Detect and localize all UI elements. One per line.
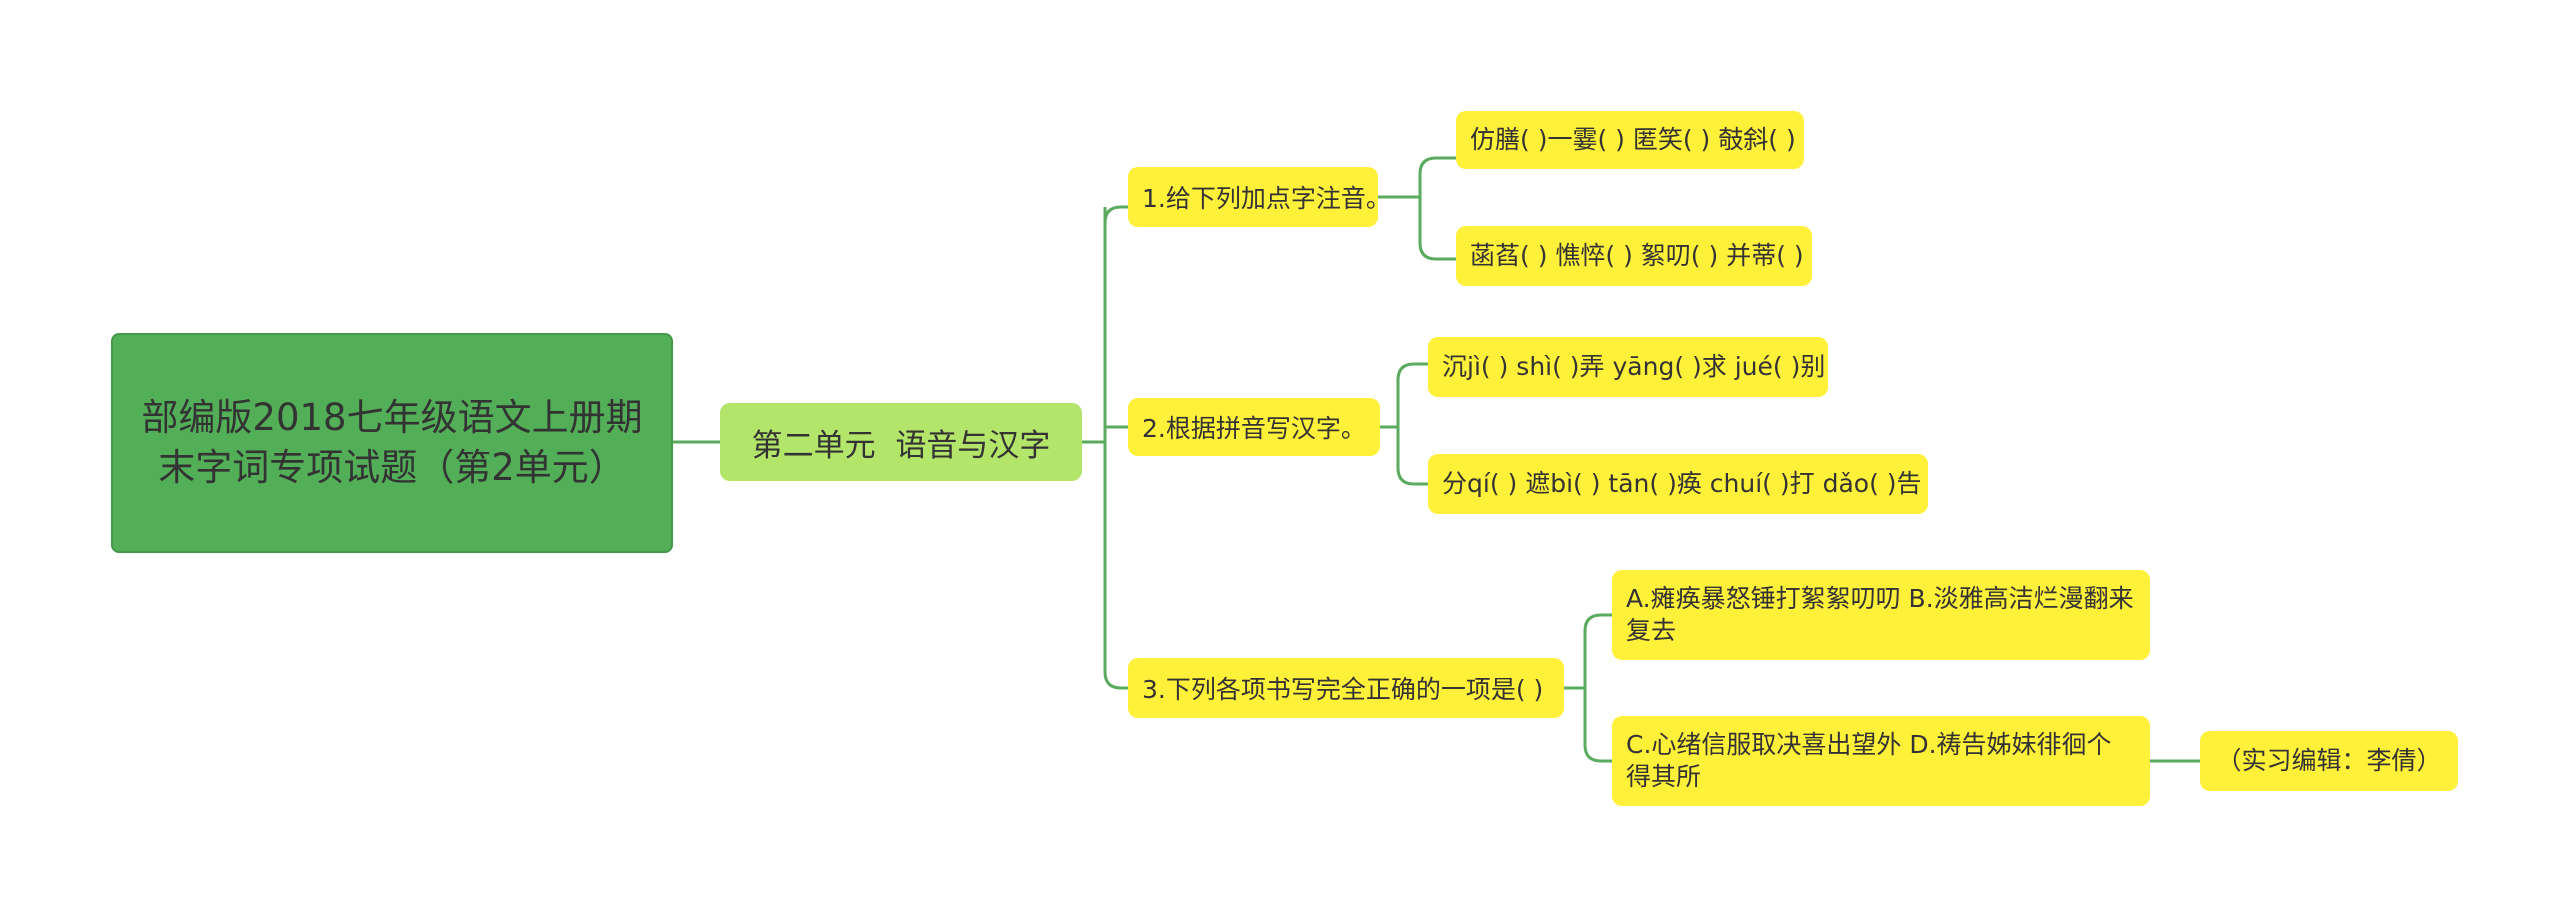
question-3-item-1-text: A.瘫痪暴怒锤打絮絮叨叨 B.淡雅高洁烂漫翻来复去 xyxy=(1626,583,2134,646)
connector-q2-items xyxy=(1380,362,1428,486)
editor-note[interactable]: （实习编辑：李倩） xyxy=(2200,731,2458,791)
question-1-label: 1.给下列加点字注音。 xyxy=(1142,184,1391,213)
unit-label: 第二单元 语音与汉字 xyxy=(751,427,1051,464)
question-1-item-2[interactable]: 菡萏( ) 憔悴( ) 絮叨( ) 并蒂( ) xyxy=(1456,226,1812,286)
question-3-label: 3.下列各项书写完全正确的一项是( ) xyxy=(1142,675,1544,704)
connector-q3-items xyxy=(1564,613,1612,763)
question-1-topic[interactable]: 1.给下列加点字注音。 xyxy=(1128,167,1391,227)
question-3-item-1[interactable]: A.瘫痪暴怒锤打絮絮叨叨 B.淡雅高洁烂漫翻来复去 xyxy=(1612,570,2150,660)
question-1-item-1-text: 仿膳( )一霎( ) 匿笑( ) 攲斜( ) xyxy=(1470,124,1796,154)
connector-q1-items xyxy=(1378,156,1456,261)
question-1-item-1[interactable]: 仿膳( )一霎( ) 匿笑( ) 攲斜( ) xyxy=(1456,111,1804,169)
editor-note-text: （实习编辑：李倩） xyxy=(2216,745,2442,775)
root-title: 部编版2018七年级语文上册期末字词专项试题（第2单元） xyxy=(141,396,643,489)
question-2-item-1[interactable]: 沉jì( ) shì( )弄 yāng( )求 jué( )别 xyxy=(1428,337,1828,397)
unit-topic[interactable]: 第二单元 语音与汉字 xyxy=(720,403,1082,481)
question-3-topic[interactable]: 3.下列各项书写完全正确的一项是( ) xyxy=(1128,658,1564,718)
question-2-item-1-text: 沉jì( ) shì( )弄 yāng( )求 jué( )别 xyxy=(1442,351,1826,381)
question-2-item-2[interactable]: 分qí( ) 遮bì( ) tān( )痪 chuí( )打 dǎo( )告 xyxy=(1428,454,1928,514)
question-2-item-2-text: 分qí( ) 遮bì( ) tān( )痪 chuí( )打 dǎo( )告 xyxy=(1442,468,1922,498)
question-3-item-2[interactable]: C.心绪信服取决喜出望外 D.祷告姊妹徘徊个得其所 xyxy=(1612,716,2150,806)
question-3-item-2-text: C.心绪信服取决喜出望外 D.祷告姊妹徘徊个得其所 xyxy=(1626,729,2112,792)
question-1-item-2-text: 菡萏( ) 憔悴( ) 絮叨( ) 并蒂( ) xyxy=(1470,240,1804,270)
question-2-topic[interactable]: 2.根据拼音写汉字。 xyxy=(1128,398,1380,456)
root-topic[interactable]: 部编版2018七年级语文上册期末字词专项试题（第2单元） xyxy=(111,333,673,553)
connector-unit-questions xyxy=(1082,205,1128,690)
question-2-label: 2.根据拼音写汉字。 xyxy=(1142,414,1366,443)
